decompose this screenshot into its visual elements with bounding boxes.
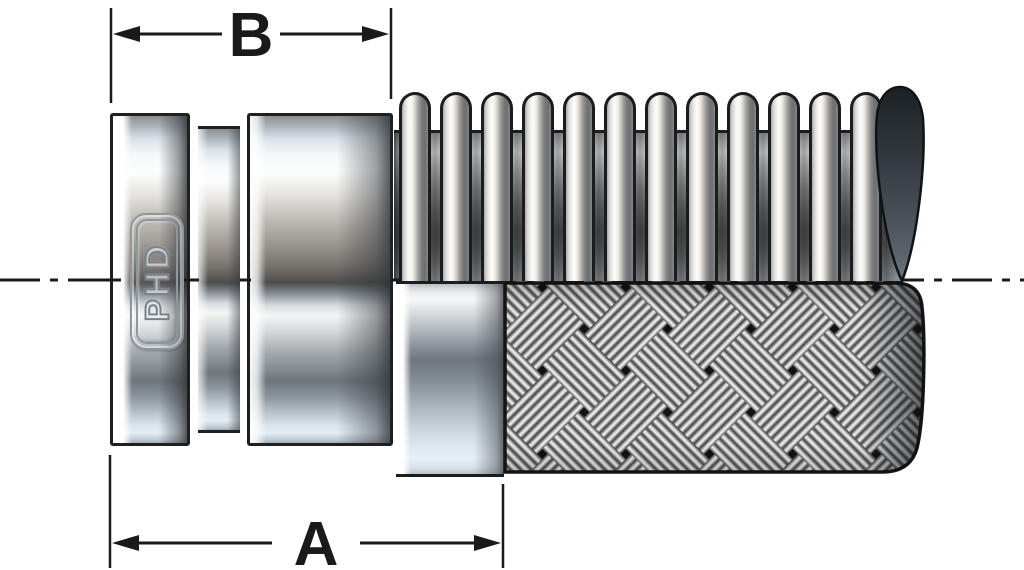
body-edge-highlights (250, 116, 390, 443)
fitting-collar: PHD (110, 113, 190, 446)
dimension-b-label: B (229, 1, 274, 70)
hose-corrugation-valleys (394, 130, 902, 281)
fitting-body (247, 113, 393, 446)
dimension-b: B (109, 1, 393, 103)
neck-edge-highlights (198, 129, 240, 430)
valley-shading (394, 133, 902, 281)
braid-cover (503, 281, 926, 474)
dimension-arrow (112, 535, 139, 551)
dimension-arrow (113, 26, 140, 42)
dimension-a-label: A (294, 510, 339, 570)
braid-top-bottom-shading (505, 283, 924, 472)
manufacturer-logo-text: PHD (138, 241, 177, 322)
braid-ferrule (396, 281, 504, 477)
dimension-arrow (362, 26, 389, 42)
fitting-neck (198, 126, 240, 433)
badge-inner-frame (136, 219, 178, 344)
dimension-arrow (474, 535, 501, 551)
braid-end-shading (505, 283, 924, 472)
ferrule-edge-highlights (396, 284, 504, 474)
manufacturer-badge: PHD (130, 213, 184, 350)
